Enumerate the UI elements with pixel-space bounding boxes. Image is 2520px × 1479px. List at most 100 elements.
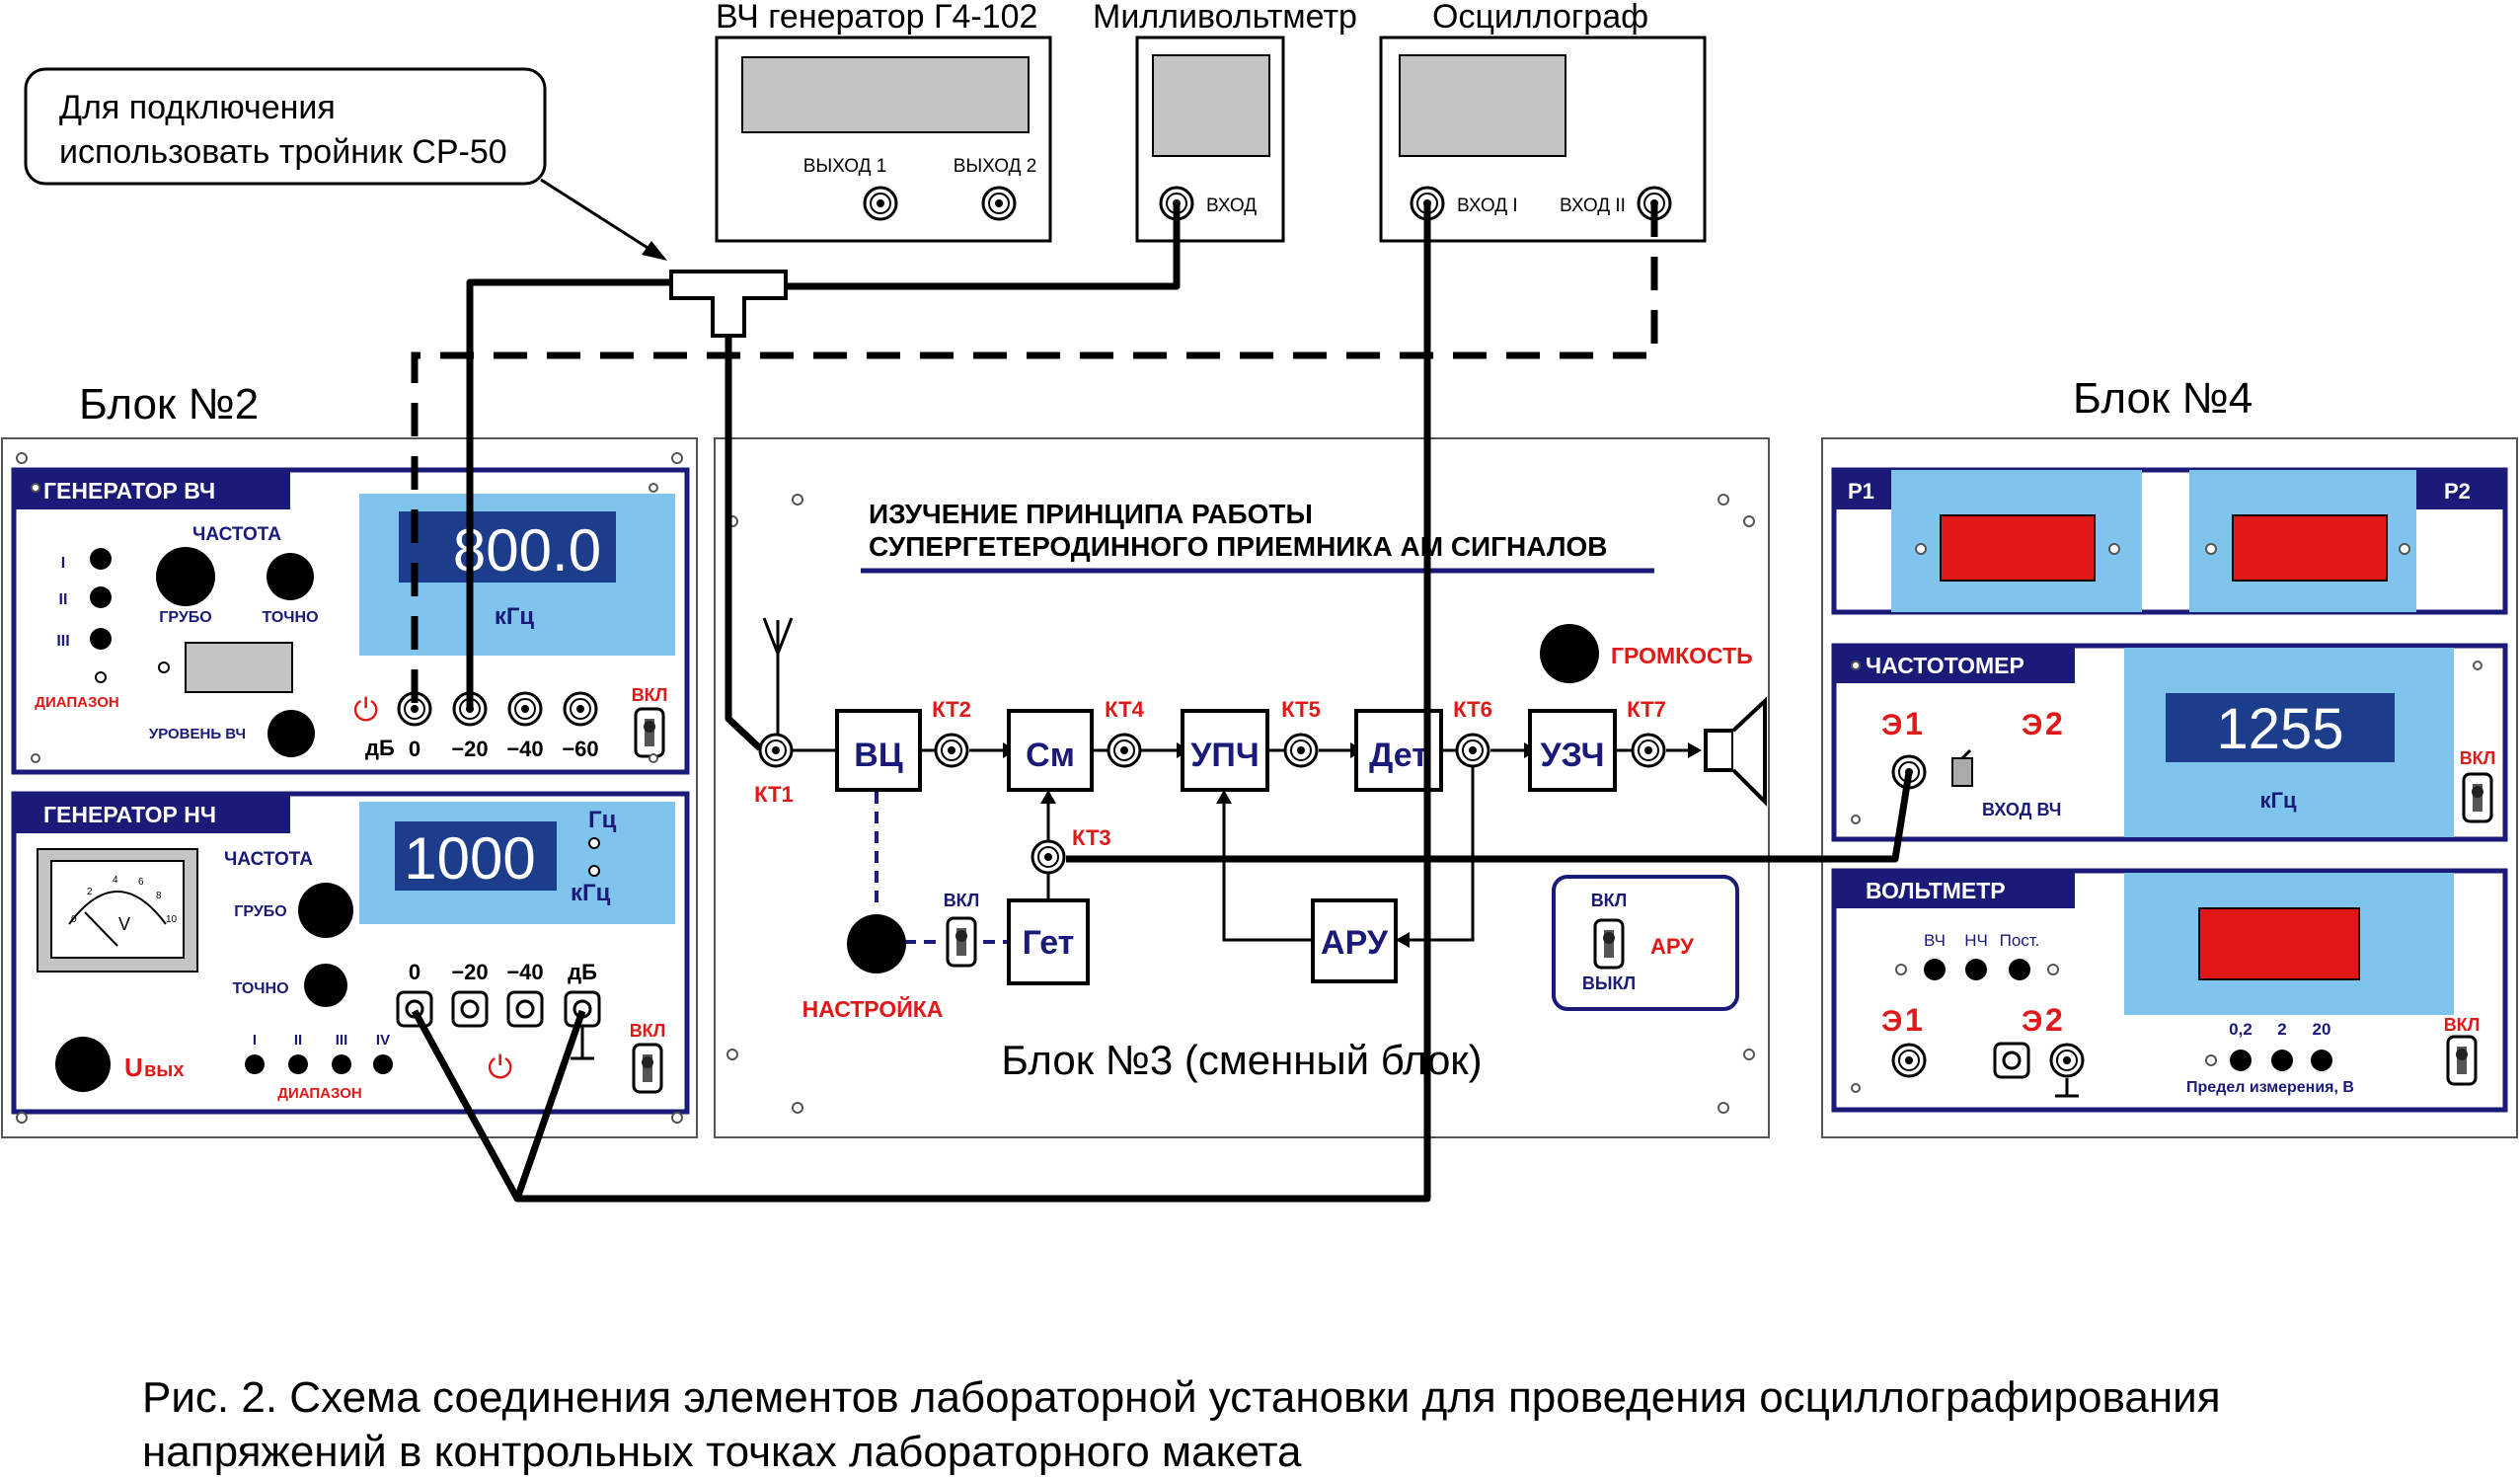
lf-range3-button[interactable]	[332, 1054, 351, 1074]
lf-att-40-label: −40	[506, 960, 543, 984]
caption-line2: напряжений в контрольных точках лаборато…	[142, 1428, 1302, 1476]
meter-unit: V	[118, 914, 130, 934]
speaker-icon	[1704, 696, 1767, 807]
hf-att-60-label: −60	[562, 737, 598, 761]
voltmeter-range-label: Предел измерения, В	[2186, 1079, 2354, 1096]
block2-screws	[16, 452, 683, 1124]
meter-tick-2: 2	[87, 887, 93, 897]
lf-range4-button[interactable]	[373, 1054, 393, 1074]
lf-att-40-connector[interactable]	[506, 990, 544, 1028]
freqmeter-power-label: ВКЛ	[2460, 748, 2496, 768]
gen-output2-label: ВЫХОД 2	[954, 156, 1037, 177]
voltmeter-display	[2198, 907, 2360, 980]
agc-off-label: ВЫКЛ	[1582, 973, 1636, 993]
kt7-label: КТ7	[1627, 697, 1666, 722]
gen-output2-connector[interactable]	[981, 186, 1017, 221]
lf-khz-label: кГц	[571, 880, 611, 906]
note-line2: использовать тройник СР-50	[59, 133, 507, 171]
meter-tick-8: 8	[156, 891, 162, 901]
output-symbol-icon: ⏻	[488, 1050, 512, 1085]
hf-coarse-knob[interactable]	[156, 547, 215, 606]
lf-power-switch[interactable]	[632, 1043, 663, 1094]
tuning-knob[interactable]	[847, 914, 906, 973]
volume-label: ГРОМКОСТЬ	[1611, 643, 1753, 668]
tee-connector-cp50	[669, 270, 788, 338]
kt4-label: КТ4	[1105, 697, 1144, 722]
voltmeter-mode-dc: Пост.	[2000, 931, 2040, 950]
hf-generator-g4-102: ВЧ генератор Г4-102 ВЫХОД 1 ВЫХОД 2	[715, 0, 1052, 243]
input2-symbol-icon: Э	[2022, 709, 2042, 741]
hf-att-20-label: −20	[451, 737, 488, 761]
cable-hf-gen-to-tee	[466, 278, 671, 709]
kt6-connector[interactable]	[1455, 733, 1490, 768]
lf-fine-knob[interactable]	[304, 964, 347, 1007]
voltmeter-mode-lf-button[interactable]	[1965, 959, 1987, 980]
voltmeter-range2-button[interactable]	[2271, 1050, 2293, 1071]
meter-tick-10: 10	[166, 914, 178, 925]
gen-output1-connector[interactable]	[863, 186, 898, 221]
voltmeter-mode-dc-button[interactable]	[2009, 959, 2030, 980]
volume-knob[interactable]	[1540, 624, 1599, 683]
hf-range-label: ДИАПАЗОН	[35, 694, 118, 711]
kt6-label: КТ6	[1453, 697, 1492, 722]
block-mixer: См	[1007, 709, 1094, 792]
lf-att-0-connector[interactable]	[396, 990, 433, 1028]
lf-range1-button[interactable]	[245, 1054, 265, 1074]
lf-att-20-connector[interactable]	[451, 990, 489, 1028]
kt1-connector[interactable]	[758, 733, 794, 768]
cable-lf-ground	[513, 1009, 586, 1201]
hf-range3-button[interactable]	[90, 628, 112, 650]
voltmeter-mode-hf: ВЧ	[1924, 931, 1946, 950]
voltmeter-mode-hf-button[interactable]	[1924, 959, 1946, 980]
block-agc: АРУ	[1311, 898, 1398, 983]
voltmeter-mode-lf: НЧ	[1964, 931, 1988, 950]
hf-db-label: дБ	[365, 736, 395, 760]
cable-kt3-to-freqmeter	[1066, 771, 1913, 863]
agc-label: АРУ	[1650, 934, 1694, 959]
voltmeter-input2-connector[interactable]	[1993, 1042, 2030, 1079]
freqmeter-in2-label: 2	[2045, 706, 2063, 741]
kt3-connector[interactable]	[1031, 839, 1066, 875]
freqmeter-input-switch[interactable]	[1951, 748, 1973, 787]
block-agc-label: АРУ	[1321, 924, 1389, 962]
antenna-icon	[762, 617, 794, 740]
block3-screws	[726, 494, 1755, 1114]
kt5-label: КТ5	[1281, 697, 1321, 722]
voltmeter-input1-connector[interactable]	[1891, 1043, 1927, 1078]
hf-fine-knob[interactable]	[267, 553, 314, 600]
millivoltmeter-input-label: ВХОД	[1206, 195, 1257, 216]
freqmeter-power-switch[interactable]	[2462, 772, 2493, 823]
agc-switch[interactable]	[1593, 918, 1625, 970]
kt4-connector[interactable]	[1107, 733, 1142, 768]
block2-label: Блок №2	[79, 380, 259, 428]
freqmeter-display-value: 1255	[2216, 697, 2343, 761]
hf-range1-button[interactable]	[90, 548, 112, 570]
lf-uout-knob[interactable]	[55, 1037, 111, 1092]
hf-range2-button[interactable]	[90, 586, 112, 608]
input1-symbol-icon: Э	[1881, 709, 1902, 741]
kt2-connector[interactable]	[934, 733, 969, 768]
kt7-connector[interactable]	[1631, 733, 1666, 768]
kt5-connector[interactable]	[1283, 733, 1319, 768]
tee-note-callout: Для подключения использовать тройник СР-…	[24, 67, 667, 261]
lf-freq-label: ЧАСТОТА	[224, 849, 313, 870]
lf-range2-button[interactable]	[288, 1054, 308, 1074]
hf-att-60-connector[interactable]	[563, 691, 598, 727]
caption-line1: Рис. 2. Схема соединения элементов лабор…	[142, 1373, 2221, 1422]
voltmeter-range3-button[interactable]	[2311, 1050, 2332, 1071]
lo-power-switch[interactable]	[946, 916, 977, 968]
voltmeter-power-switch[interactable]	[2446, 1035, 2478, 1086]
agc-switch-box: ВКЛ ВЫКЛ АРУ	[1552, 875, 1739, 1011]
lf-gen-display-value: 1000	[404, 825, 535, 892]
voltmeter-range1-button[interactable]	[2230, 1050, 2252, 1071]
p1-label: Р1	[1848, 479, 1874, 504]
lf-coarse-knob[interactable]	[298, 883, 353, 938]
lf-range4-label: IV	[376, 1032, 390, 1049]
lo-power-label: ВКЛ	[944, 891, 980, 910]
voltmeter-ground-connector[interactable]	[2049, 1043, 2085, 1078]
voltmeter-in2-label: 2	[2045, 1002, 2063, 1038]
hf-att-40-connector[interactable]	[507, 691, 543, 727]
hf-power-switch[interactable]	[634, 707, 665, 758]
hf-level-knob[interactable]	[267, 710, 315, 757]
voltmeter-range1-label: 0,2	[2229, 1020, 2253, 1039]
